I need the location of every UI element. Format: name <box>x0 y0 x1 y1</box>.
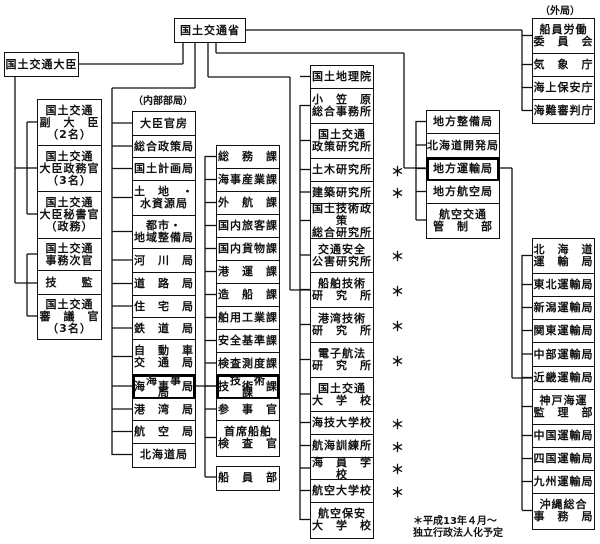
institution-box: 電子航法 研 究 所 <box>310 342 374 379</box>
institution-box: 海 員 学 校 <box>310 455 384 481</box>
institution-box: 航空保安 大 学 校 <box>310 502 374 539</box>
regional-bureau-box: 近畿運輸局 <box>532 366 595 391</box>
external-agency-box: 船員労働 委 員 会 <box>532 18 595 55</box>
bureau-box: 港 湾 局 <box>132 398 196 422</box>
internal-bureaus-label: （内部部局） <box>133 96 193 107</box>
bureau-box: 河 川 局 <box>132 248 196 274</box>
institution-box: 港湾技術 研 究 所 <box>310 307 374 344</box>
institution-box: 建築研究所 <box>310 181 374 205</box>
local-bureau-box: 航空交通 管 制 部 <box>426 203 500 239</box>
asterisk-marker: ＊ <box>391 417 405 433</box>
regional-bureau-box: 沖縄総合 事 務 局 <box>532 493 595 530</box>
asterisk-marker: ＊ <box>391 187 405 202</box>
asterisk-marker: ＊ <box>391 463 405 478</box>
regional-bureau-box: 九州運輸局 <box>532 470 595 495</box>
staff-box: 国土交通 事務次官 <box>37 238 102 272</box>
section-box: 船 員 部 <box>216 466 280 491</box>
section-box: 国内旅客課 <box>216 214 280 239</box>
institution-box: 小 笠 原 総合事務所 <box>310 88 374 125</box>
institution-box: 土木研究所 <box>310 158 374 183</box>
institution-box: 国土地理院 <box>310 65 374 90</box>
local-bureau-box: 地方整備局 <box>426 110 500 135</box>
section-box: 安全基準課 <box>216 329 280 354</box>
asterisk-marker: ＊ <box>391 250 405 265</box>
bureau-box: 総合政策局 <box>132 135 196 159</box>
regional-bureau-box: 関東運輸局 <box>532 319 595 344</box>
external-agencies-label: （外局） <box>540 6 580 17</box>
section-box: 参 事 官 <box>216 398 280 422</box>
highlighted-name: 技術課 <box>218 379 290 393</box>
local-bureau-box: 地方航空局 <box>426 180 500 205</box>
section-box: 外 航 課 <box>216 191 280 216</box>
bureau-box: 北海道局 <box>132 443 196 468</box>
section-box: 総 務 課 <box>216 145 280 170</box>
institution-box: 国土技術政策 総合研究所 <box>310 202 374 240</box>
institution-box: 交通安全 公害研究所 <box>310 238 374 274</box>
regional-bureau-box: 四国運輸局 <box>532 447 595 472</box>
regional-bureau-box: 北 海 道 運 輸 局 <box>532 238 595 275</box>
regional-bureau-box: 新潟運輸局 <box>532 296 595 321</box>
external-agency-box: 気 象 庁 <box>532 53 595 78</box>
regional-bureau-box: 神戸海運 監 理 部 <box>532 389 595 426</box>
bureau-box: 国土計画局 <box>132 157 196 182</box>
bureau-box: 土 地 ・ 水資源局 <box>132 180 196 217</box>
section-box: 海事産業課 <box>216 168 280 193</box>
institution-box: 航空大学校 <box>310 479 374 504</box>
asterisk-marker: ＊ <box>391 319 405 335</box>
bureau-box: 大臣官房 <box>132 111 196 137</box>
bureau-box: 都市・ 地域整備局 <box>132 215 196 250</box>
staff-box: 技 監 <box>37 270 102 296</box>
regional-bureau-box: 東北運輸局 <box>532 273 595 298</box>
local-bureau-box: 北海道開発局 <box>426 133 500 159</box>
institution-box: 船舶技術 研 究 所 <box>310 272 374 309</box>
staff-box: 国土交通 大臣秘書官 （政務） <box>37 191 102 240</box>
regional-bureau-box: 中部運輸局 <box>532 342 595 368</box>
ministry-box: 国土交通省 <box>174 18 246 43</box>
footnote: ＊平成13年４月～ 独立行政法人化予定 <box>413 516 503 539</box>
bureau-box: 航 空 局 <box>132 420 196 445</box>
asterisk-marker: ＊ <box>391 354 405 370</box>
external-agency-box: 海上保安庁 <box>532 76 595 101</box>
section-box: 国内貨物課 <box>216 237 280 262</box>
local-bureau-box: 地方運輸局 <box>426 157 500 182</box>
section-box: 造 船 課 <box>216 283 280 308</box>
bureau-box: 自 動 車 交 通 局 <box>132 339 196 376</box>
section-box: 舶用工業課 <box>216 306 280 331</box>
asterisk-marker: ＊ <box>391 440 405 456</box>
section-box: 首席船舶 検 査 官 <box>216 420 280 457</box>
asterisk-marker: ＊ <box>391 284 405 300</box>
bureau-box: 住 宅 局 <box>132 295 196 319</box>
institution-box: 航海訓練所 <box>310 434 374 459</box>
asterisk-marker: ＊ <box>391 164 405 180</box>
institution-box: 国土交通 大 学 校 <box>310 377 374 413</box>
section-box: 検査測度課 <box>216 352 280 376</box>
asterisk-marker: ＊ <box>391 485 405 501</box>
regional-bureau-box: 中国運輸局 <box>532 424 595 449</box>
minister-box: 国土交通大臣 <box>4 52 79 77</box>
staff-box: 国土交通 副 大 臣 （2名） <box>37 99 102 147</box>
bureau-box: 鉄 道 局 <box>132 317 196 341</box>
staff-box: 国土交通 審 議 官 （3名） <box>37 294 102 340</box>
bureau-box: 海 事 局 <box>132 374 196 400</box>
staff-box: 国土交通 大臣政務官 （3名） <box>37 145 102 193</box>
bureau-box: 道 路 局 <box>132 272 196 297</box>
institution-box: 国土交通 政策研究所 <box>310 123 374 160</box>
external-agency-box: 海難審判庁 <box>532 99 595 124</box>
highlighted-name: 海事局 <box>134 379 206 393</box>
institution-box: 海技大学校 <box>310 411 374 436</box>
section-box: 港 運 課 <box>216 260 280 285</box>
